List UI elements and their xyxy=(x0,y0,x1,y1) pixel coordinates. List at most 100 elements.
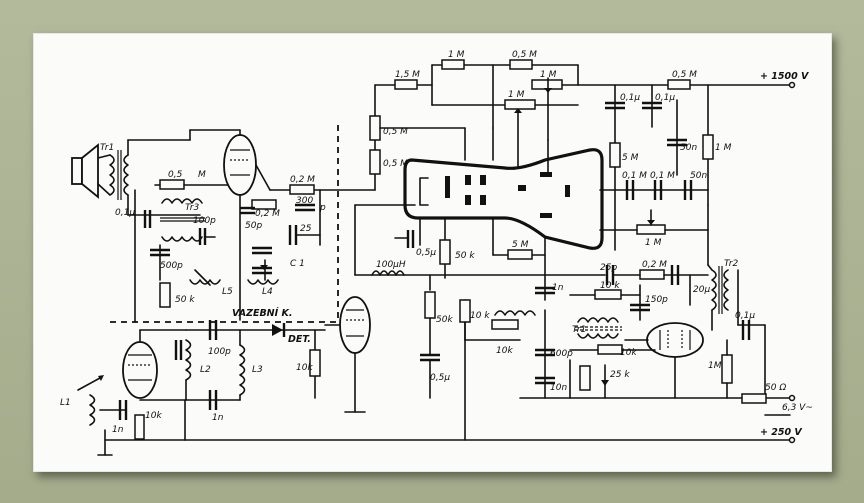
label-tr4: Tr1 xyxy=(100,143,114,153)
label-coil-100uH: 100μH xyxy=(376,260,406,270)
transformer-tr3 xyxy=(161,198,203,204)
label-heater: 6,3 V~ xyxy=(782,403,813,413)
pot-1M-second xyxy=(504,99,536,110)
resistor-1M-right xyxy=(702,134,714,160)
resistor-1-5M xyxy=(394,79,418,90)
label-c-05u-b: 0,5μ xyxy=(430,373,450,383)
label-c-01u-b: 0,1μ xyxy=(655,93,675,103)
label-pot-10k-b: 10k xyxy=(496,346,513,356)
tube-audio-output xyxy=(223,134,257,196)
label-c-500p: 500p xyxy=(160,261,183,271)
resistor-0-2M xyxy=(289,184,315,195)
label-coupling: VAZEBNÍ K. xyxy=(232,307,292,319)
label-pot-50k: 50 k xyxy=(175,295,195,305)
pot-0-5M xyxy=(369,115,381,141)
pot-50k-b xyxy=(424,291,436,319)
label-l5: L5 xyxy=(222,287,233,297)
label-c-50n-b: 50n xyxy=(690,171,707,181)
label-c-20u: 20μ xyxy=(693,285,710,295)
label-pot-05M: 0,5 M xyxy=(383,127,408,137)
label-l3: L3 xyxy=(252,365,263,375)
pot-10k xyxy=(134,414,145,440)
pot-1M-bottom xyxy=(636,224,666,235)
label-l2: L2 xyxy=(200,365,211,375)
label-r-5M-b: 5 M xyxy=(512,240,529,250)
label-c-50p: 50p xyxy=(245,221,262,231)
coil-L3 xyxy=(239,344,246,396)
tube-sweep-double xyxy=(646,322,704,358)
label-c-50n: 50n xyxy=(680,143,697,153)
label-supply-250: + 250 V xyxy=(760,427,802,438)
label-r-02M-c: 0,2 M xyxy=(642,260,667,270)
pot-25k xyxy=(579,365,591,391)
label-r-10k-c: 10 k xyxy=(600,281,620,291)
label-r-10k-d: 10k xyxy=(620,348,637,358)
label-r-1M-right: 1 M xyxy=(715,143,732,153)
label-pot-1M-c: 1M xyxy=(708,361,722,371)
label-c-1n-a: 1n xyxy=(212,413,224,423)
coil-L2 xyxy=(185,339,192,381)
transformer-tr4 xyxy=(109,150,129,200)
label-l1: L1 xyxy=(60,398,71,408)
pot-1M-top xyxy=(531,79,563,90)
label-r-1M-top: 1 M xyxy=(448,50,465,60)
label-supply-1500: + 1500 V xyxy=(760,71,809,82)
resistor-0-5M-left xyxy=(159,179,185,190)
label-r-05M-right: 0,5 M xyxy=(672,70,697,80)
label-pot-1M-2: 1 M xyxy=(508,90,525,100)
label-r-5M: 5 M xyxy=(622,153,639,163)
label-c-1n-c: 1n xyxy=(552,283,564,293)
speaker-icon xyxy=(71,143,99,199)
label-pot-1M-bottom: 1 M xyxy=(645,238,662,248)
resistor-5M-b xyxy=(507,249,533,260)
label-pot-50k-b: 50k xyxy=(436,315,453,325)
coil-L4 xyxy=(247,279,279,285)
label-r-10k-b: 10 k xyxy=(470,311,490,321)
resistor-0-5M-b xyxy=(369,149,381,175)
label-r-02M-b: 0,2 M xyxy=(255,209,280,219)
transformer-tr2 xyxy=(711,266,729,314)
label-r-05M-b: 0,5 M xyxy=(383,159,408,169)
label-c-150p: 150p xyxy=(645,295,668,305)
label-c-100p-b: 100p xyxy=(208,347,231,357)
pot-10k-b xyxy=(491,319,519,330)
label-r-15M: 1,5 M xyxy=(395,70,420,80)
resistor-0-2M-b xyxy=(251,199,277,210)
resistor-50k-mid xyxy=(439,239,451,265)
tube-rf-input xyxy=(122,341,158,399)
label-r-02M: 0,2 M xyxy=(290,175,315,185)
label-c-1n-b: 1n xyxy=(112,425,124,435)
tube-amp-mid xyxy=(339,296,371,354)
label-c-05u-mid: 0,5μ xyxy=(416,248,436,258)
label-r-50k-mid: 50 k xyxy=(455,251,475,261)
label-c-300p-unit: p xyxy=(319,203,326,213)
label-c-25p: 25p xyxy=(600,263,617,273)
resistor-0-2M-c xyxy=(639,269,665,280)
resistor-50ohm xyxy=(741,393,767,404)
label-pot-1M-top: 1 M xyxy=(540,70,557,80)
label-out-50ohm: 50 Ω xyxy=(765,383,786,393)
coil-100uH xyxy=(371,270,405,276)
coil-L5 xyxy=(189,279,221,285)
label-c-01u-a: 0,1μ xyxy=(620,93,640,103)
transformer-tr1 xyxy=(575,317,622,339)
label-r-05M-left: 0,5 xyxy=(168,170,183,180)
resistor-10k-a xyxy=(309,349,321,377)
resistor-0-5M-right xyxy=(667,79,691,90)
resistor-10k-d xyxy=(597,344,623,355)
pot-1M-c xyxy=(721,354,733,384)
label-pot-10k: 10k xyxy=(145,411,162,421)
crt-tube xyxy=(403,148,604,250)
label-c-600p: 600p xyxy=(550,349,573,359)
label-c-01u-e: 0,1μ xyxy=(735,311,755,321)
label-c-300p: 300 xyxy=(296,196,313,206)
resistor-1M-top xyxy=(441,59,465,70)
coil-osc xyxy=(494,310,536,316)
label-c1: C 1 xyxy=(290,259,305,269)
rail-250v xyxy=(184,436,796,444)
label-c-01u-c: 0,1 M xyxy=(622,171,647,181)
resistor-10k-c xyxy=(594,289,622,300)
label-l4: L4 xyxy=(262,287,273,297)
pot-50k xyxy=(159,282,171,308)
